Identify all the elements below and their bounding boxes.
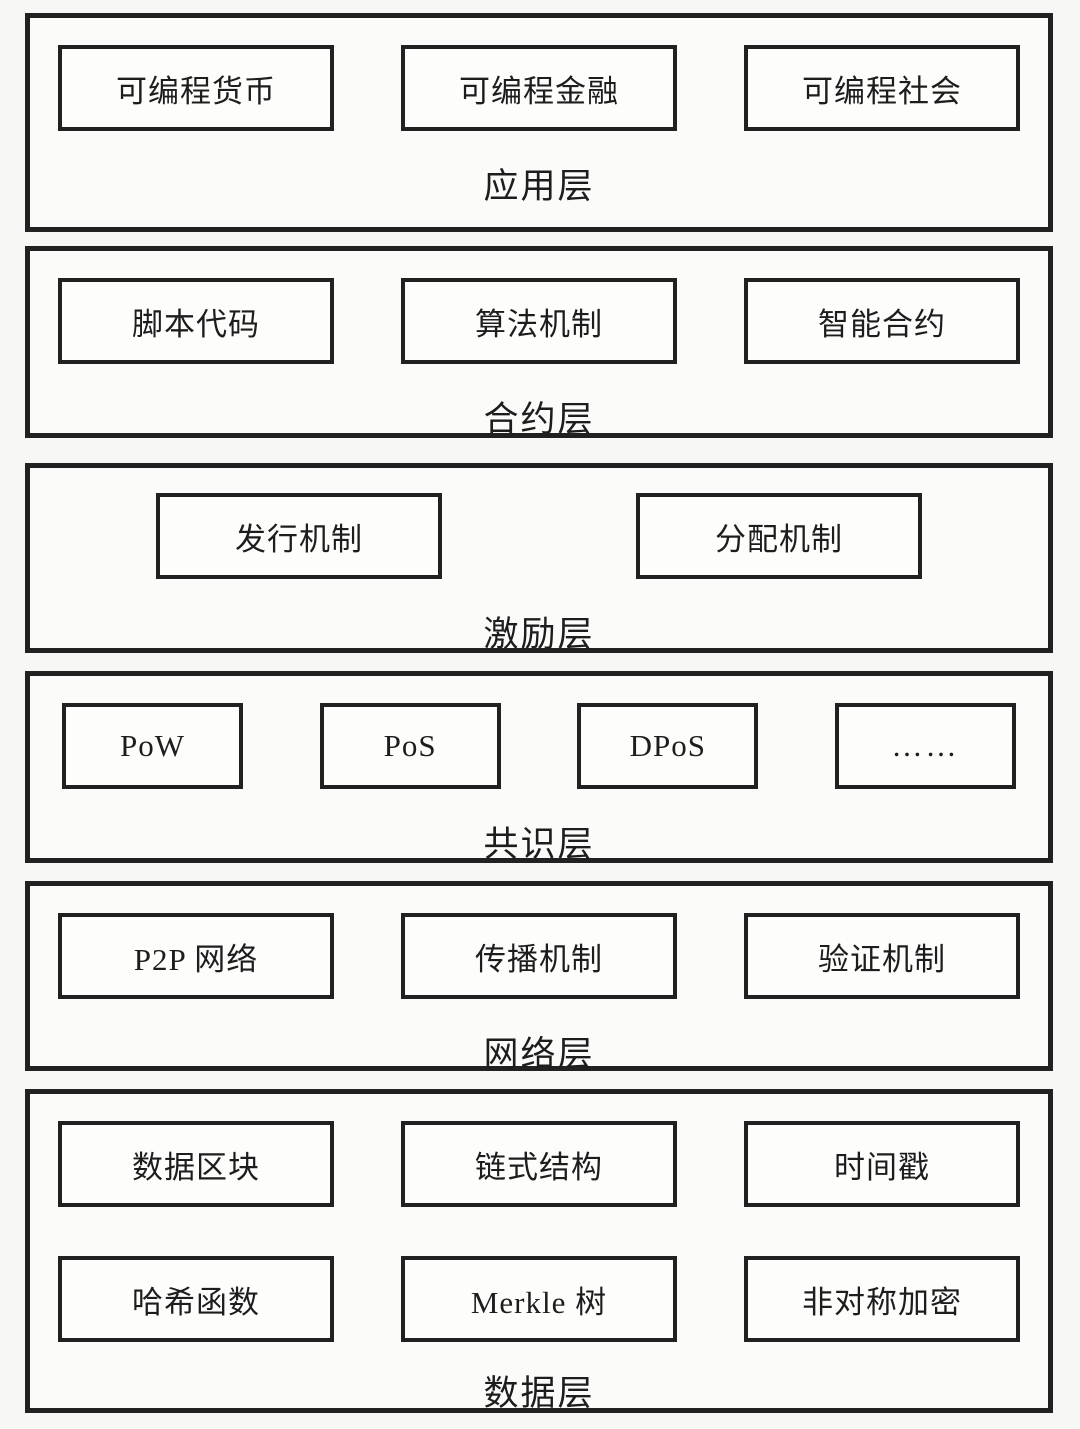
box-programmable-currency: 可编程货币 (58, 45, 334, 131)
box-verification-mechanism: 验证机制 (744, 913, 1020, 999)
box-smart-contract: 智能合约 (744, 278, 1020, 364)
data-boxes-row-1: 数据区块 链式结构 时间戳 (30, 1121, 1048, 1207)
consensus-boxes-row: PoW PoS DPoS …… (30, 703, 1048, 789)
layer-application: 可编程货币 可编程金融 可编程社会 应用层 (25, 13, 1053, 232)
contract-boxes-row: 脚本代码 算法机制 智能合约 (30, 278, 1048, 364)
box-dpos: DPoS (577, 703, 759, 789)
network-boxes-row: P2P 网络 传播机制 验证机制 (30, 913, 1048, 999)
box-pos: PoS (319, 703, 501, 789)
layer-label-incentive: 激励层 (483, 615, 595, 654)
incentive-boxes-row: 发行机制 分配机制 (30, 493, 1048, 579)
layer-label-contract: 合约层 (483, 400, 595, 439)
box-merkle-tree: Merkle 树 (401, 1256, 677, 1342)
box-hash-function: 哈希函数 (58, 1256, 334, 1342)
box-issuance-mechanism: 发行机制 (156, 493, 442, 579)
architecture-diagram: 可编程货币 可编程金融 可编程社会 应用层 脚本代码 算法机制 智能合约 合约层… (25, 0, 1053, 1413)
layer-label-application: 应用层 (483, 167, 595, 206)
layer-consensus: PoW PoS DPoS …… 共识层 (25, 671, 1053, 864)
box-programmable-society: 可编程社会 (744, 45, 1020, 131)
box-distribution-mechanism: 分配机制 (636, 493, 922, 579)
box-chain-structure: 链式结构 (401, 1121, 677, 1207)
layer-label-consensus: 共识层 (483, 825, 595, 864)
box-propagation-mechanism: 传播机制 (401, 913, 677, 999)
data-boxes-row-2: 哈希函数 Merkle 树 非对称加密 (30, 1256, 1048, 1342)
box-asymmetric-encryption: 非对称加密 (744, 1256, 1020, 1342)
box-pow: PoW (62, 703, 243, 789)
box-programmable-finance: 可编程金融 (401, 45, 677, 131)
box-algorithm-mechanism: 算法机制 (401, 278, 677, 364)
box-p2p-network: P2P 网络 (58, 913, 334, 999)
layer-label-data: 数据层 (483, 1374, 595, 1413)
layer-label-network: 网络层 (483, 1035, 595, 1074)
box-script-code: 脚本代码 (58, 278, 334, 364)
box-data-block: 数据区块 (58, 1121, 334, 1207)
box-ellipsis: …… (834, 703, 1016, 789)
layer-incentive: 发行机制 分配机制 激励层 (25, 463, 1053, 654)
layer-network: P2P 网络 传播机制 验证机制 网络层 (25, 881, 1053, 1074)
application-boxes-row: 可编程货币 可编程金融 可编程社会 (30, 45, 1048, 131)
box-timestamp: 时间戳 (744, 1121, 1020, 1207)
layer-contract: 脚本代码 算法机制 智能合约 合约层 (25, 246, 1053, 439)
layer-data: 数据区块 链式结构 时间戳 哈希函数 Merkle 树 非对称加密 数据层 (25, 1089, 1053, 1413)
